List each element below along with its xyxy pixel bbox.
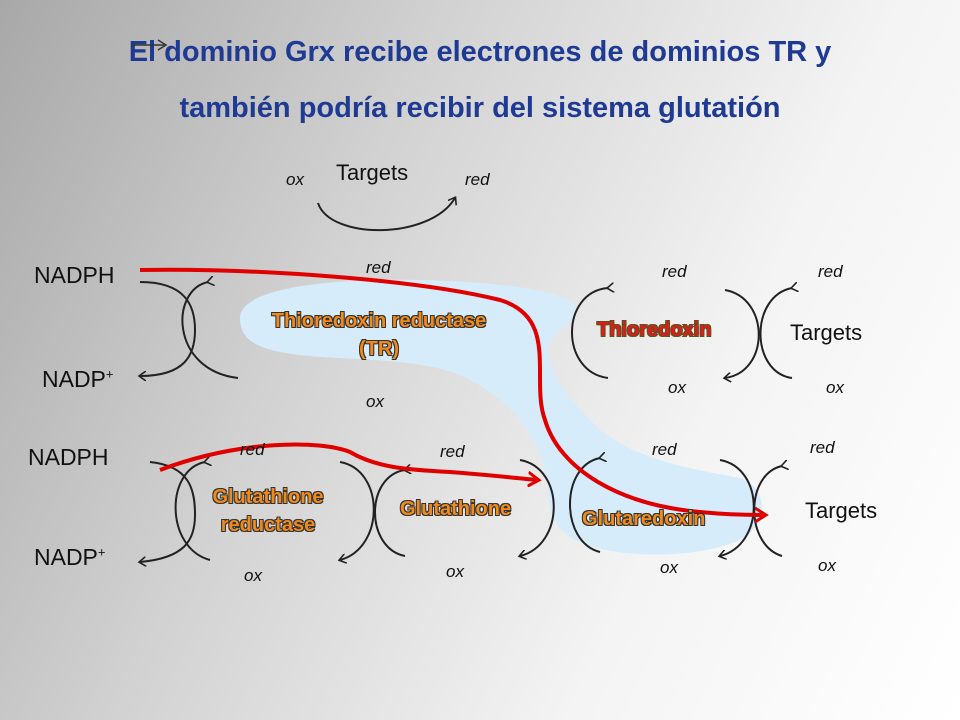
title-line-1: El dominio Grx recibe electrones de domi… bbox=[128, 36, 832, 68]
red-label: red bbox=[662, 262, 687, 281]
ox-label: ox bbox=[446, 562, 464, 581]
red-label: red bbox=[465, 170, 490, 189]
red-label: red bbox=[440, 442, 465, 461]
thioredoxin-label: Thioredoxin bbox=[597, 319, 712, 341]
red-label: red bbox=[818, 262, 843, 281]
glutathione-label: Glutathione bbox=[400, 498, 512, 520]
red-label: red bbox=[366, 258, 391, 277]
glutathione-right-arrow bbox=[520, 459, 555, 556]
ox-label: ox bbox=[366, 392, 384, 411]
glutathione-reductase-label: Glutathione reductase bbox=[193, 483, 343, 539]
ox-label: ox bbox=[286, 170, 304, 189]
gr-name-line-2: reductase bbox=[220, 514, 316, 536]
glutathione-left-arrow bbox=[374, 470, 405, 557]
title-line-2: también podría recibir del sistema gluta… bbox=[179, 92, 781, 124]
ox-label: ox bbox=[826, 378, 844, 397]
electron-path-tr-to-grx bbox=[139, 267, 765, 515]
ox-label: ox bbox=[244, 566, 262, 585]
nadph-top-arrow bbox=[140, 281, 197, 376]
targets-bottom-label: Targets bbox=[805, 498, 878, 523]
thioredoxin-left-arrow bbox=[571, 288, 608, 379]
nadp-top-label: NADP+ bbox=[42, 366, 114, 392]
red-label: red bbox=[652, 440, 677, 459]
gr-left-arrow bbox=[174, 462, 210, 561]
tr-grx-domain-shape bbox=[240, 279, 762, 555]
tr-cycle-arrow bbox=[181, 282, 239, 379]
nadph-bottom-label: NADPH bbox=[28, 444, 109, 470]
glutaredoxin-label: Glutaredoxin bbox=[582, 508, 706, 530]
ox-label: ox bbox=[660, 558, 678, 577]
nadph-top-label: NADPH bbox=[34, 262, 115, 288]
nadph-bottom-arrow bbox=[140, 461, 197, 562]
targets-mid-label: Targets bbox=[790, 320, 863, 345]
gr-right-arrow bbox=[340, 461, 375, 560]
red-label: red bbox=[810, 438, 835, 457]
gr-name-line-1: Glutathione bbox=[212, 486, 324, 508]
tr-name-line-2: (TR) bbox=[359, 338, 399, 360]
glutaredoxin-left-arrow bbox=[569, 458, 600, 553]
targets-top-arrow bbox=[317, 198, 455, 232]
thioredoxin-right-arrow bbox=[725, 289, 760, 378]
decorative-arrow-icon bbox=[132, 39, 168, 51]
nadp-bottom-label: NADP+ bbox=[34, 544, 106, 570]
thioredoxin-reductase-label: Thioredoxin reductase (TR) bbox=[232, 307, 526, 363]
ox-label: ox bbox=[668, 378, 686, 397]
tr-name-line-1: Thioredoxin reductase bbox=[271, 310, 487, 332]
targets-top-label: Targets bbox=[336, 160, 409, 185]
targets-mid-left-arrow bbox=[759, 288, 793, 379]
red-label: red bbox=[240, 440, 265, 459]
targets-bottom-left-arrow bbox=[753, 466, 782, 557]
ox-label: ox bbox=[818, 556, 836, 575]
electron-path-glutathione bbox=[159, 442, 538, 480]
